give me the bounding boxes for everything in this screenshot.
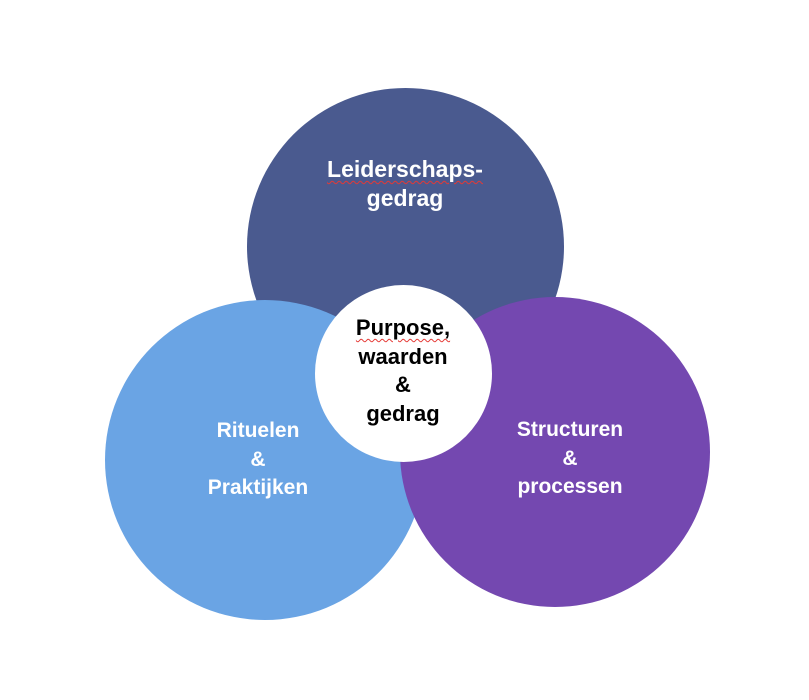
structures-label-line2: & [562, 446, 578, 470]
core-label-line1: Purpose, [355, 315, 451, 340]
leadership-label: Leiderschaps- gedrag [327, 155, 483, 213]
core-label-line4: gedrag [366, 400, 440, 426]
core-label-line2: waarden [358, 343, 448, 369]
structures-label-line1: Structuren [516, 418, 624, 441]
rituals-label-line2: & [250, 447, 266, 471]
leadership-label-line1: Leiderschaps- [327, 156, 483, 182]
rituals-label-line1: Rituelen [216, 419, 300, 442]
structures-label: Structuren & processen [517, 416, 623, 502]
rituals-label: Rituelen & Praktijken [208, 417, 308, 503]
core-label: Purpose, waarden & gedrag [356, 314, 450, 428]
structures-label-line3: processen [517, 475, 623, 499]
rituals-label-line3: Praktijken [207, 476, 309, 500]
leadership-label-line2: gedrag [366, 184, 444, 211]
core-circle [315, 285, 492, 462]
core-label-line3: & [395, 372, 411, 398]
